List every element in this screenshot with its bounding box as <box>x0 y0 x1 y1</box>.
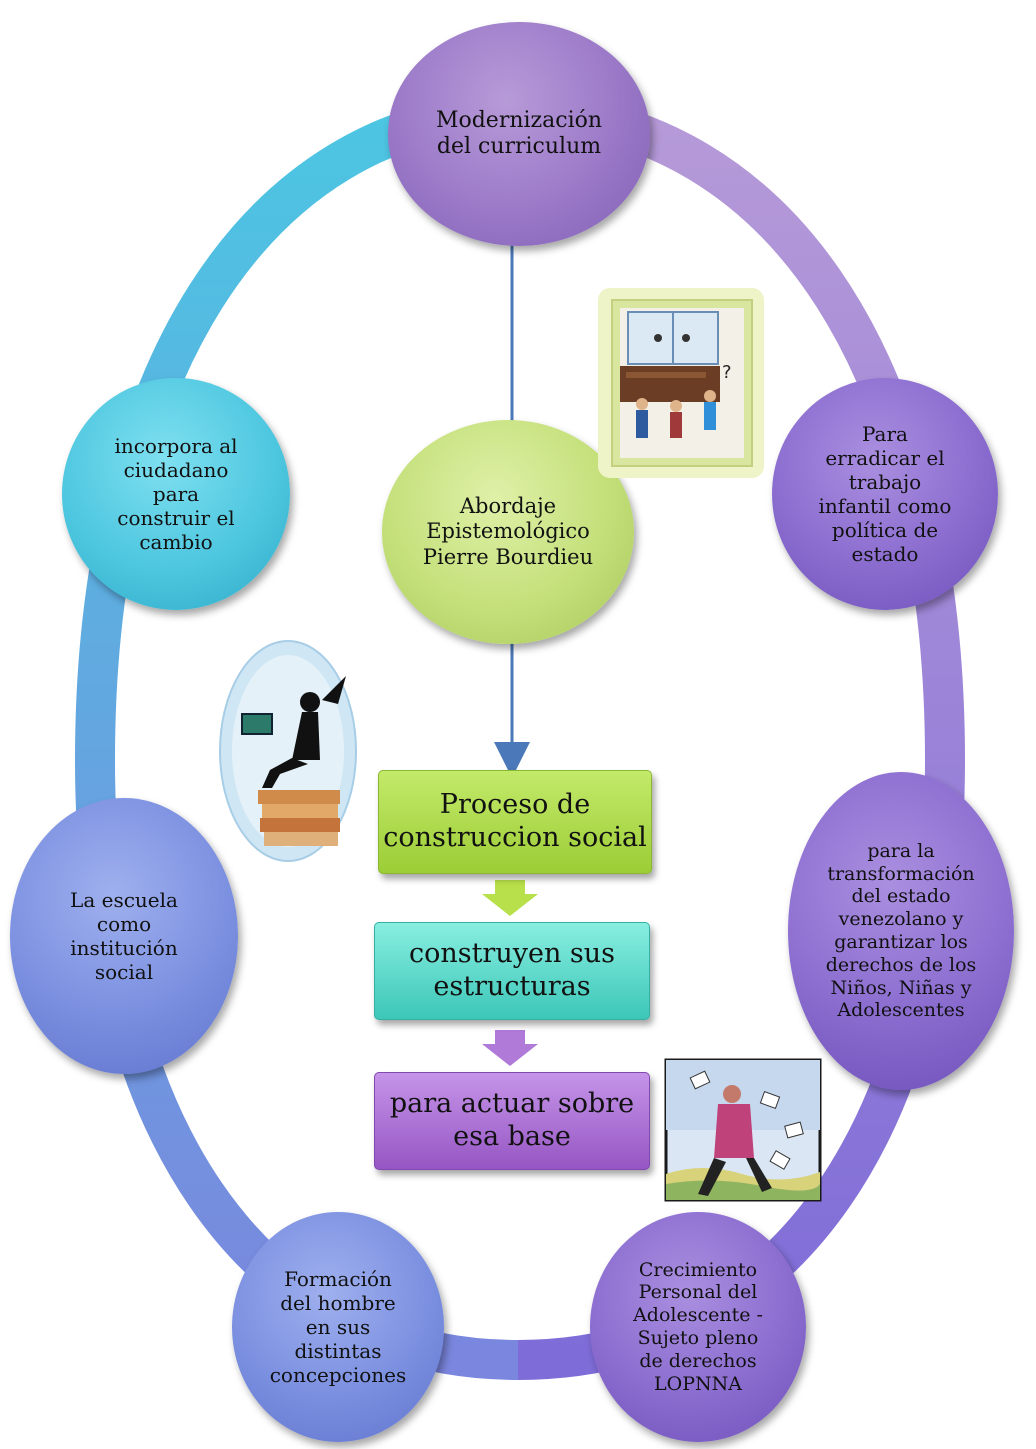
flying-papers-clipart <box>664 1058 822 1202</box>
node-modernizacion: Modernización del curriculum <box>388 22 650 246</box>
node-erradicar: Para erradicar el trabajo infantil como … <box>772 378 998 610</box>
node-abordaje: Abordaje Epistemológico Pierre Bourdieu <box>382 420 634 644</box>
node-transformacion: para la transformación del estado venezo… <box>788 772 1014 1090</box>
chevron-arrow-purple <box>482 1030 538 1066</box>
chevron-arrow-green <box>482 880 538 916</box>
node-crecimiento: Crecimiento Personal del Adolescente - S… <box>590 1212 806 1442</box>
node-formacion: Formación del hombre en sus distintas co… <box>232 1212 444 1442</box>
box-actuar: para actuar sobre esa base <box>374 1072 650 1170</box>
box-estructuras: construyen sus estructuras <box>374 922 650 1020</box>
node-incorpora: incorpora al ciudadano para construir el… <box>62 378 290 610</box>
classroom-clipart: ? <box>598 288 764 478</box>
node-escuela: La escuela como institución social <box>10 798 238 1074</box>
reader-on-books-clipart <box>219 640 357 862</box>
box-proceso: Proceso de construccion social <box>378 770 652 874</box>
svg-text:?: ? <box>722 362 732 383</box>
